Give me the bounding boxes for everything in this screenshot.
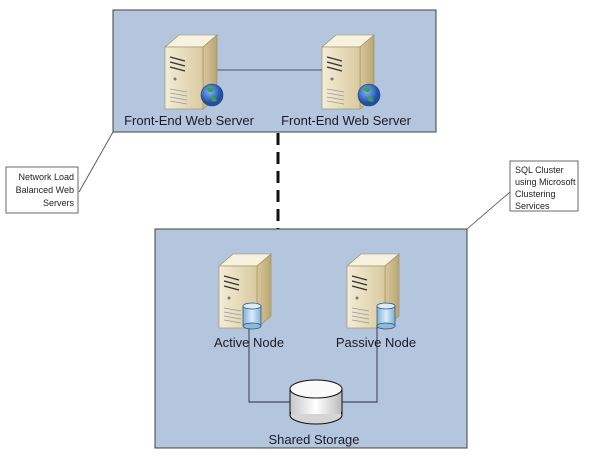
database-icon <box>376 302 396 330</box>
web-server-2-label: Front-End Web Server <box>281 113 411 128</box>
globe-icon <box>357 83 381 107</box>
callout-load-balanced <box>5 166 79 214</box>
database-icon <box>242 302 262 330</box>
callout-right-line-3: Clustering <box>515 189 556 199</box>
callout-left-line-1: Network Load <box>18 172 74 182</box>
callout-left-line-2: Balanced Web <box>16 185 74 195</box>
active-storage-link <box>248 325 292 403</box>
web-server-1-label: Front-End Web Server <box>124 113 254 128</box>
shared-storage-disk-icon <box>289 379 343 425</box>
passive-node-label: Passive Node <box>336 335 416 350</box>
web-server-1 <box>164 34 224 110</box>
active-node-label: Active Node <box>214 335 284 350</box>
callout-right-line-2: using Microsoft <box>515 177 576 187</box>
globe-icon <box>200 83 224 107</box>
callout-right-line-1: SQL Cluster <box>515 165 564 175</box>
callout-sql-cluster <box>509 160 579 212</box>
callout-leader-left <box>78 131 114 193</box>
passive-storage-link <box>340 325 378 403</box>
callout-leader-right <box>466 191 511 230</box>
web-server-2 <box>321 34 381 110</box>
callout-right-line-4: Services <box>515 201 550 211</box>
callout-left-line-3: Servers <box>43 198 75 208</box>
shared-storage-label: Shared Storage <box>268 432 359 447</box>
